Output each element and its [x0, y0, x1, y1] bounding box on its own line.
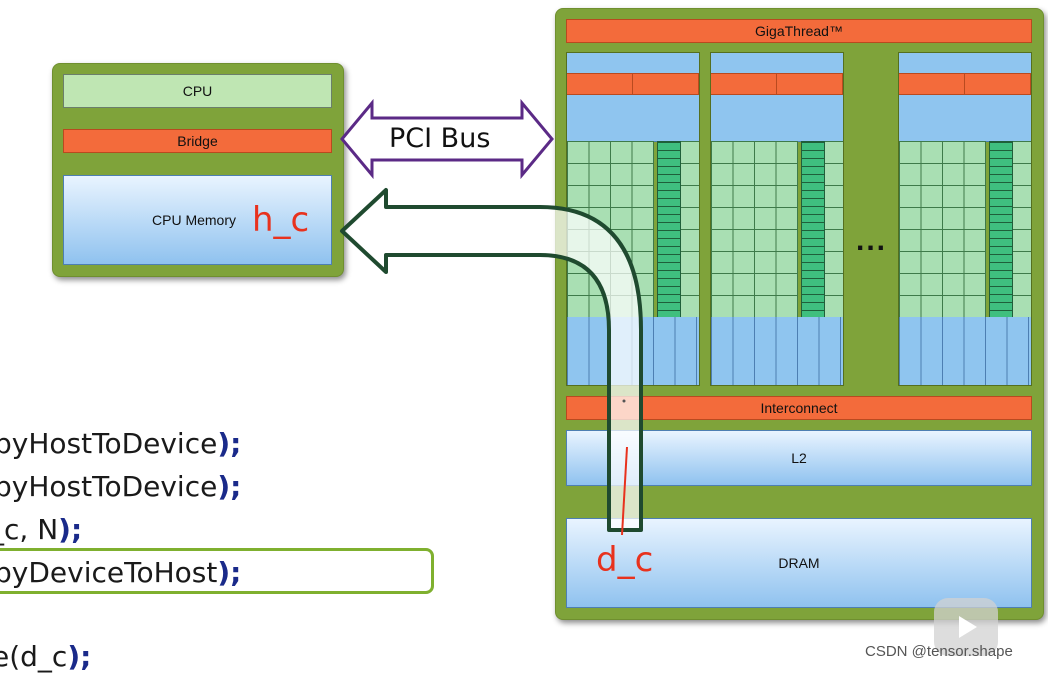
- sm-core-grid: [567, 141, 654, 317]
- sm-sfu-column: [657, 141, 681, 319]
- code-close: );: [217, 427, 242, 460]
- cpu-box: CPU: [63, 74, 332, 108]
- code-highlight-box: [0, 548, 434, 594]
- device-var-label: d_c: [596, 540, 654, 580]
- code-line-2: pyHostToDevice);: [0, 470, 241, 503]
- bridge-box: Bridge: [63, 129, 332, 153]
- play-triangle-icon: [959, 616, 977, 638]
- code-line-1: pyHostToDevice);: [0, 427, 241, 460]
- sm-core-grid: [899, 141, 986, 317]
- sm-register-file: [567, 95, 699, 142]
- code-line-3: _c, N);: [0, 513, 82, 546]
- pci-bus-label: PCI Bus: [389, 123, 491, 154]
- sm-ldst-column: [681, 141, 699, 317]
- code-close: );: [58, 513, 83, 546]
- sm-ldst-column: [825, 141, 843, 317]
- interconnect-bar: Interconnect: [566, 396, 1032, 420]
- l2-cache-box: L2: [566, 430, 1032, 486]
- code-line-5: e(d_c);: [0, 640, 91, 673]
- video-play-icon: [934, 598, 998, 656]
- sm-register-bar: [567, 53, 699, 74]
- sm-ellipsis: ...: [856, 224, 888, 257]
- sm-scheduler-bar: [711, 73, 843, 95]
- sm-scheduler-bar: [899, 73, 1031, 95]
- code-text: e(d_c: [0, 640, 68, 673]
- sm-scheduler-bar: [567, 73, 699, 95]
- host-var-label: h_c: [252, 200, 310, 240]
- cpu-memory-box: CPU Memory: [63, 175, 332, 265]
- sm-block-1: [566, 52, 700, 386]
- gigathread-bar: GigaThread™: [566, 19, 1032, 43]
- sm-core-grid: [711, 141, 798, 317]
- sm-shared-memory: [711, 317, 843, 385]
- sm-register-file: [899, 95, 1031, 142]
- sm-block-3: [898, 52, 1032, 386]
- code-line-4: pyDeviceToHost);: [0, 556, 241, 589]
- code-text: pyHostToDevice: [0, 470, 218, 503]
- sm-shared-memory: [899, 317, 1031, 385]
- code-text: _c, N: [0, 513, 59, 546]
- code-text: pyDeviceToHost: [0, 556, 218, 589]
- sm-shared-memory: [567, 317, 699, 385]
- code-text: pyHostToDevice: [0, 427, 218, 460]
- code-close: );: [217, 470, 242, 503]
- sm-register-bar: [899, 53, 1031, 74]
- sm-sfu-column: [989, 141, 1013, 319]
- cpu-memory-label: CPU Memory: [152, 212, 237, 228]
- sm-sfu-column: [801, 141, 825, 319]
- sm-register-file: [711, 95, 843, 142]
- code-close: );: [217, 556, 242, 589]
- code-close: );: [67, 640, 92, 673]
- watermark-text: CSDN @tensor.shape: [865, 643, 1013, 660]
- sm-ldst-column: [1013, 141, 1031, 317]
- sm-block-2: [710, 52, 844, 386]
- sm-register-bar: [711, 53, 843, 74]
- dram-box: DRAM: [566, 518, 1032, 608]
